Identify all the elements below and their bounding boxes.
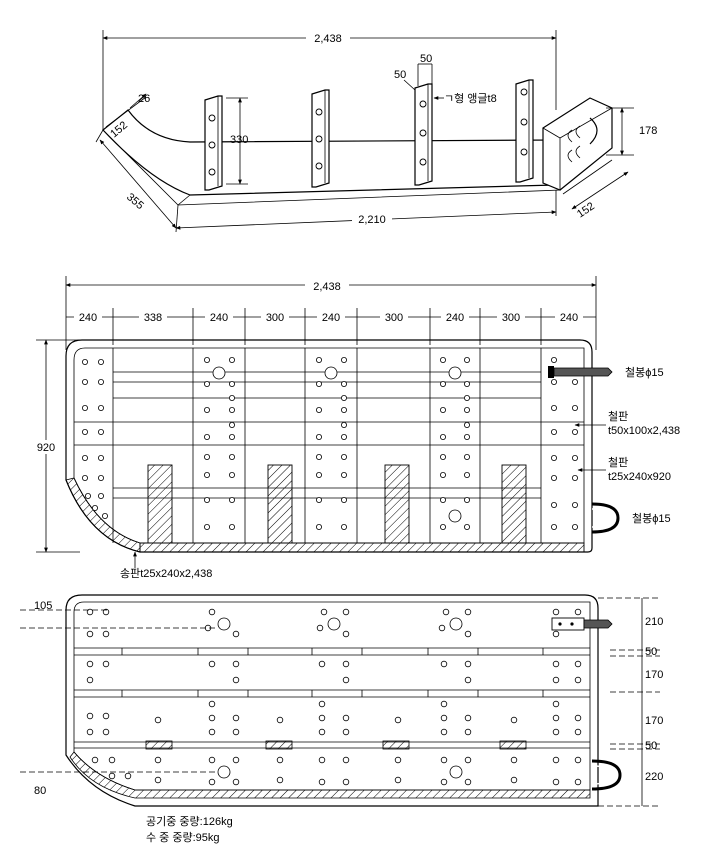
front-rod-top-cap	[548, 366, 554, 378]
iso-end-bracket	[542, 97, 613, 191]
front-block-4	[501, 464, 527, 544]
weight-water-label: 수 중 중량:	[146, 831, 196, 844]
side-left-top: 105	[34, 600, 52, 612]
side-right-3: 170	[645, 669, 663, 681]
iso-angle-plate-2	[311, 89, 330, 188]
iso-end-width: 152	[575, 200, 597, 220]
iso-bracket-hook-b	[567, 145, 581, 163]
iso-end-diag: 355	[124, 191, 146, 212]
weight-water: 수 중 중량:95kg	[146, 831, 220, 844]
iso-angle-dim-b: 50	[394, 69, 406, 81]
iso-angle-plate-1	[204, 95, 223, 191]
iso-end-diag-dim	[99, 139, 177, 229]
front-callout-rod-bottom: 철봉ϕ15	[632, 512, 671, 525]
side-holes	[86, 608, 582, 786]
side-block-4	[499, 740, 527, 750]
side-rod-bracket	[551, 617, 585, 631]
front-bottom-board	[139, 542, 585, 553]
side-right-5: 50	[645, 740, 657, 752]
front-seg-3: 240	[210, 312, 228, 324]
front-ring-bottom	[591, 502, 620, 534]
side-right-1: 210	[645, 616, 663, 628]
front-callout-bottom-plate: 송판t25x240x2,438	[120, 567, 212, 580]
front-callout-plate1: 철판	[608, 410, 628, 423]
front-view: 2,438 240 338 240 300 240 300 240 300 24…	[32, 276, 680, 580]
iso-angle-plate-4	[515, 79, 534, 183]
front-rod-top	[553, 367, 613, 377]
weight-air-label: 공기중 중량:	[146, 815, 203, 828]
front-callout-plate1-spec: t50x100x2,438	[608, 425, 680, 437]
side-block-2	[265, 740, 293, 750]
iso-overall-length: 2,438	[314, 33, 342, 45]
front-height: 920	[37, 442, 55, 454]
front-seg-8: 300	[502, 312, 520, 324]
iso-angle-label: ㄱ형 앵글t8	[444, 92, 497, 105]
front-callout-plate2-spec: t25x240x920	[608, 471, 671, 483]
front-block-3	[384, 464, 410, 544]
front-callout-plate2: 철판	[608, 456, 628, 469]
side-right-2: 50	[645, 646, 657, 658]
iso-end-height: 178	[639, 125, 657, 137]
front-callout-rod-top: 철봉ϕ15	[625, 366, 664, 379]
front-overall: 2,438	[313, 281, 341, 293]
side-bottom-board	[69, 751, 591, 799]
iso-plate-height: 330	[230, 134, 248, 146]
iso-bracket-hook-a	[567, 125, 581, 143]
side-left-bottom: 80	[34, 785, 46, 797]
weight-air-value: 126kg	[203, 816, 233, 828]
side-outline	[65, 594, 599, 807]
weight-air: 공기중 중량:126kg	[146, 815, 233, 828]
iso-bracket-shackle	[589, 117, 598, 145]
iso-angle-dim-a: 50	[420, 53, 432, 65]
front-seg-9: 240	[560, 312, 578, 324]
weight-water-value: 95kg	[196, 832, 220, 844]
iso-angle-plate-3	[414, 83, 433, 186]
front-seg-2: 338	[144, 312, 162, 324]
front-block-2	[267, 464, 293, 544]
front-holes	[82, 356, 579, 531]
side-rod	[583, 619, 613, 629]
side-view: 105 80 210 50 170 170 50 220	[20, 594, 663, 807]
iso-bottom-length: 2,210	[358, 214, 386, 226]
iso-radius-leader	[105, 96, 147, 128]
isometric-view: 2,438	[95, 30, 657, 233]
front-seg-4: 300	[266, 312, 284, 324]
front-seg-6: 300	[385, 312, 403, 324]
side-right-6: 220	[645, 771, 663, 783]
front-seg-7: 240	[446, 312, 464, 324]
front-seg-1: 240	[79, 312, 97, 324]
side-ring	[591, 759, 622, 791]
iso-thick: 26	[138, 93, 150, 105]
side-right-4: 170	[645, 715, 663, 727]
front-seg-5: 240	[322, 312, 340, 324]
weights: 공기중 중량:126kg 수 중 중량:95kg	[146, 815, 233, 844]
side-block-1	[145, 740, 173, 750]
front-block-1	[147, 464, 173, 544]
side-block-3	[382, 740, 410, 750]
iso-end-width-dim	[571, 171, 629, 210]
